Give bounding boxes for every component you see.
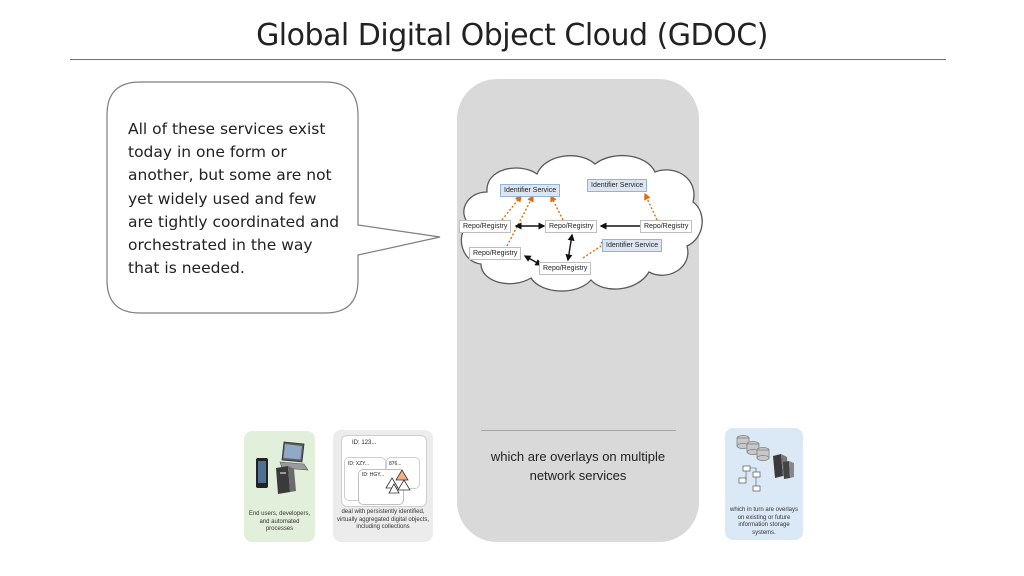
- repo-registry-node: Repo/Registry: [640, 220, 693, 233]
- panel-divider: [481, 430, 676, 431]
- repo-registry-node: Repo/Registry: [539, 262, 592, 275]
- storage-caption: which in turn are overlays on existing o…: [729, 507, 799, 536]
- title-divider: [70, 59, 946, 60]
- object-id: ID: XZY...: [348, 461, 370, 467]
- repo-registry-node: Repo/Registry: [469, 247, 522, 260]
- speech-bubble: [106, 81, 441, 314]
- identifier-service-node: Identifier Service: [602, 239, 663, 252]
- storage-icon: [736, 435, 794, 492]
- object-id: ID: 123...: [352, 440, 377, 446]
- triangles-icon: [385, 469, 411, 494]
- devices-icon: [256, 441, 309, 494]
- overlay-caption: which are overlays on multiple network s…: [490, 449, 666, 483]
- slide-title: Global Digital Object Cloud (GDOC): [256, 18, 768, 53]
- repo-registry-node: Repo/Registry: [459, 220, 512, 233]
- users-caption: End users, developers, and automated pro…: [248, 511, 311, 532]
- objects-caption: deal with persistently identified, virtu…: [336, 509, 430, 530]
- identifier-service-node: Identifier Service: [500, 184, 561, 197]
- repo-registry-node: Repo/Registry: [545, 220, 598, 233]
- object-id: 876...: [389, 461, 402, 467]
- identifier-service-node: Identifier Service: [587, 179, 648, 192]
- object-id: ID: HGY...: [362, 472, 385, 478]
- callout-text: All of these services exist today in one…: [128, 120, 340, 278]
